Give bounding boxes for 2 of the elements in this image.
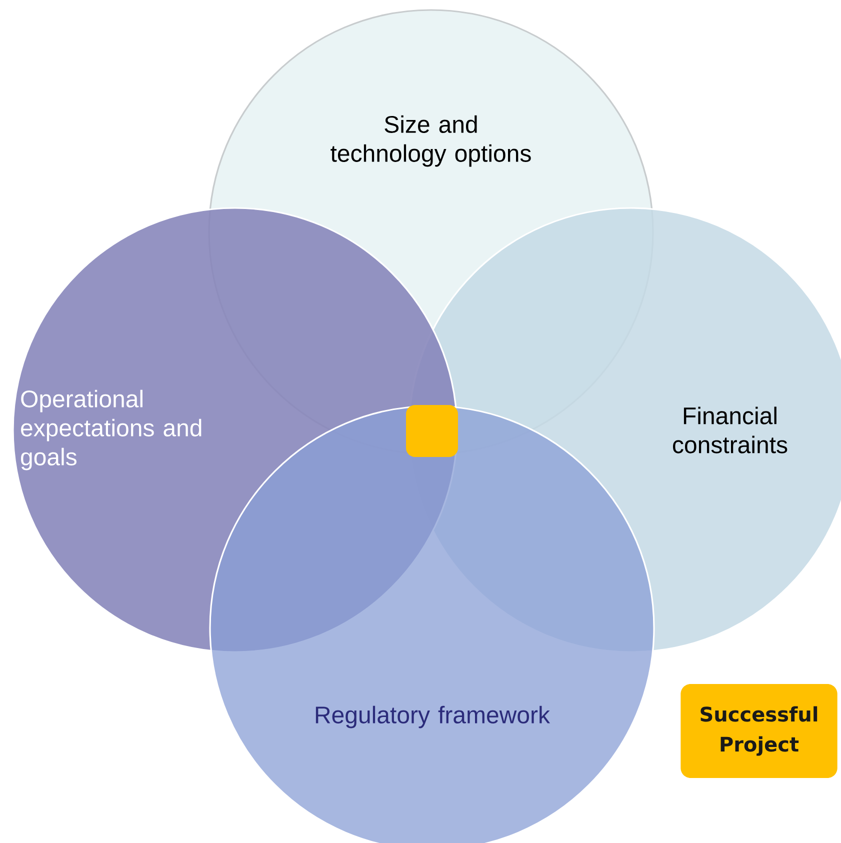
label-box: Successful Project — [680, 684, 838, 778]
center-square — [406, 405, 458, 457]
